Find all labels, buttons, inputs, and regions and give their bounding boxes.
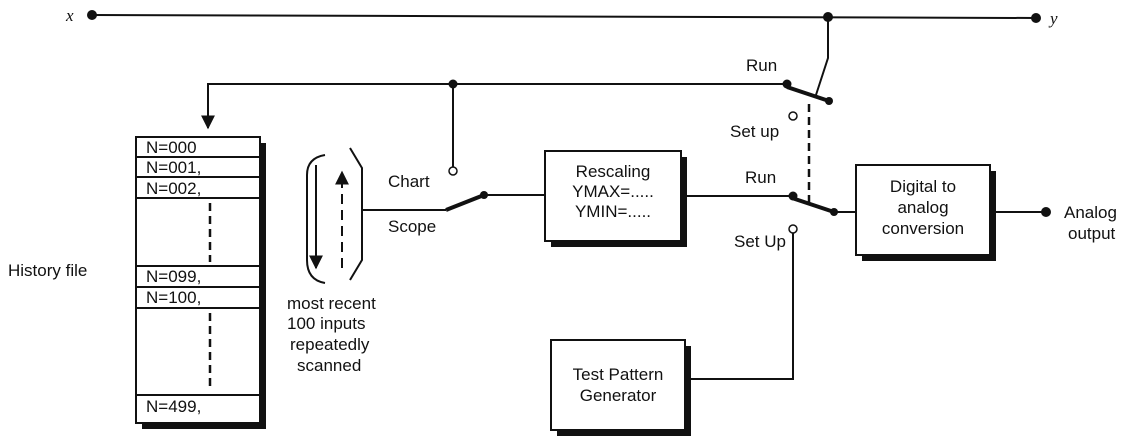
x-label: x — [65, 6, 74, 25]
chart-scope-blade — [445, 193, 485, 212]
y-to-switch-wire — [814, 17, 829, 99]
history-file: N=000 N=001, N=002, N=099, N=100, N=499,… — [8, 136, 266, 429]
history-row: N=000 — [146, 138, 197, 157]
analog-output-terminal — [1041, 207, 1051, 217]
history-row: N=499, — [146, 397, 201, 416]
test-pattern-block: Test Pattern Generator — [550, 339, 691, 436]
scope-label: Scope — [388, 217, 436, 236]
dac-line: analog — [897, 198, 948, 217]
scan-loop: most recent 100 inputs repeatedly scanne… — [287, 147, 376, 375]
history-file-label: History file — [8, 261, 87, 280]
setup-mid-label: Set Up — [734, 232, 786, 251]
test-pattern-box — [550, 339, 686, 431]
test-pattern-line: Generator — [580, 386, 657, 405]
history-file-box — [135, 136, 261, 424]
test-pattern-line: Test Pattern — [573, 365, 664, 384]
xy-bus: x y — [65, 6, 1058, 28]
scan-note-line: repeatedly — [290, 335, 370, 354]
analog-output-label: output — [1068, 224, 1116, 243]
dac-line: conversion — [882, 219, 964, 238]
run-mid-label: Run — [745, 168, 776, 187]
y-label: y — [1048, 9, 1058, 28]
scan-note-line: 100 inputs — [287, 314, 365, 333]
scan-note-line: most recent — [287, 294, 376, 313]
scan-bracket — [349, 147, 363, 281]
ymax-label: YMAX=..... — [572, 182, 654, 201]
setup-mid-contact — [788, 224, 798, 234]
history-row: N=001, — [146, 158, 201, 177]
ymin-label: YMIN=..... — [575, 202, 651, 221]
y-terminal — [1031, 13, 1041, 23]
xy-line — [91, 14, 1037, 19]
run-setup-top-blade — [786, 85, 830, 103]
dac-line: Digital to — [890, 177, 956, 196]
dac-box — [855, 164, 991, 256]
history-row: N=002, — [146, 179, 201, 198]
feedback-wire — [201, 83, 787, 130]
run-top-label: Run — [746, 56, 777, 75]
run-setup-switch: Run Set Up — [681, 168, 856, 380]
analog-output-label: Analog — [1064, 203, 1117, 222]
run-setup-blade — [791, 196, 835, 214]
history-row: N=100, — [146, 288, 201, 307]
rescaling-title: Rescaling — [576, 162, 651, 181]
switch-top-pivot — [825, 97, 833, 105]
dac-block: Digital to analog conversion Analog outp… — [855, 164, 1117, 261]
chart-label: Chart — [388, 172, 430, 191]
scan-loop-left — [306, 154, 326, 284]
run-setup-top-switch: Run Set up — [730, 56, 833, 208]
feedback-path — [201, 17, 829, 168]
chart-contact — [448, 166, 458, 176]
rescaling-box — [544, 150, 682, 242]
setup-top-contact — [788, 111, 798, 121]
setup-to-test-pattern-wire — [691, 233, 794, 380]
setup-top-label: Set up — [730, 122, 779, 141]
chart-scope-switch: Chart Scope — [362, 166, 545, 236]
scan-note-line: scanned — [297, 356, 361, 375]
rescaling-block: Rescaling YMAX=..... YMIN=..... — [544, 150, 687, 247]
history-row: N=099, — [146, 267, 201, 286]
